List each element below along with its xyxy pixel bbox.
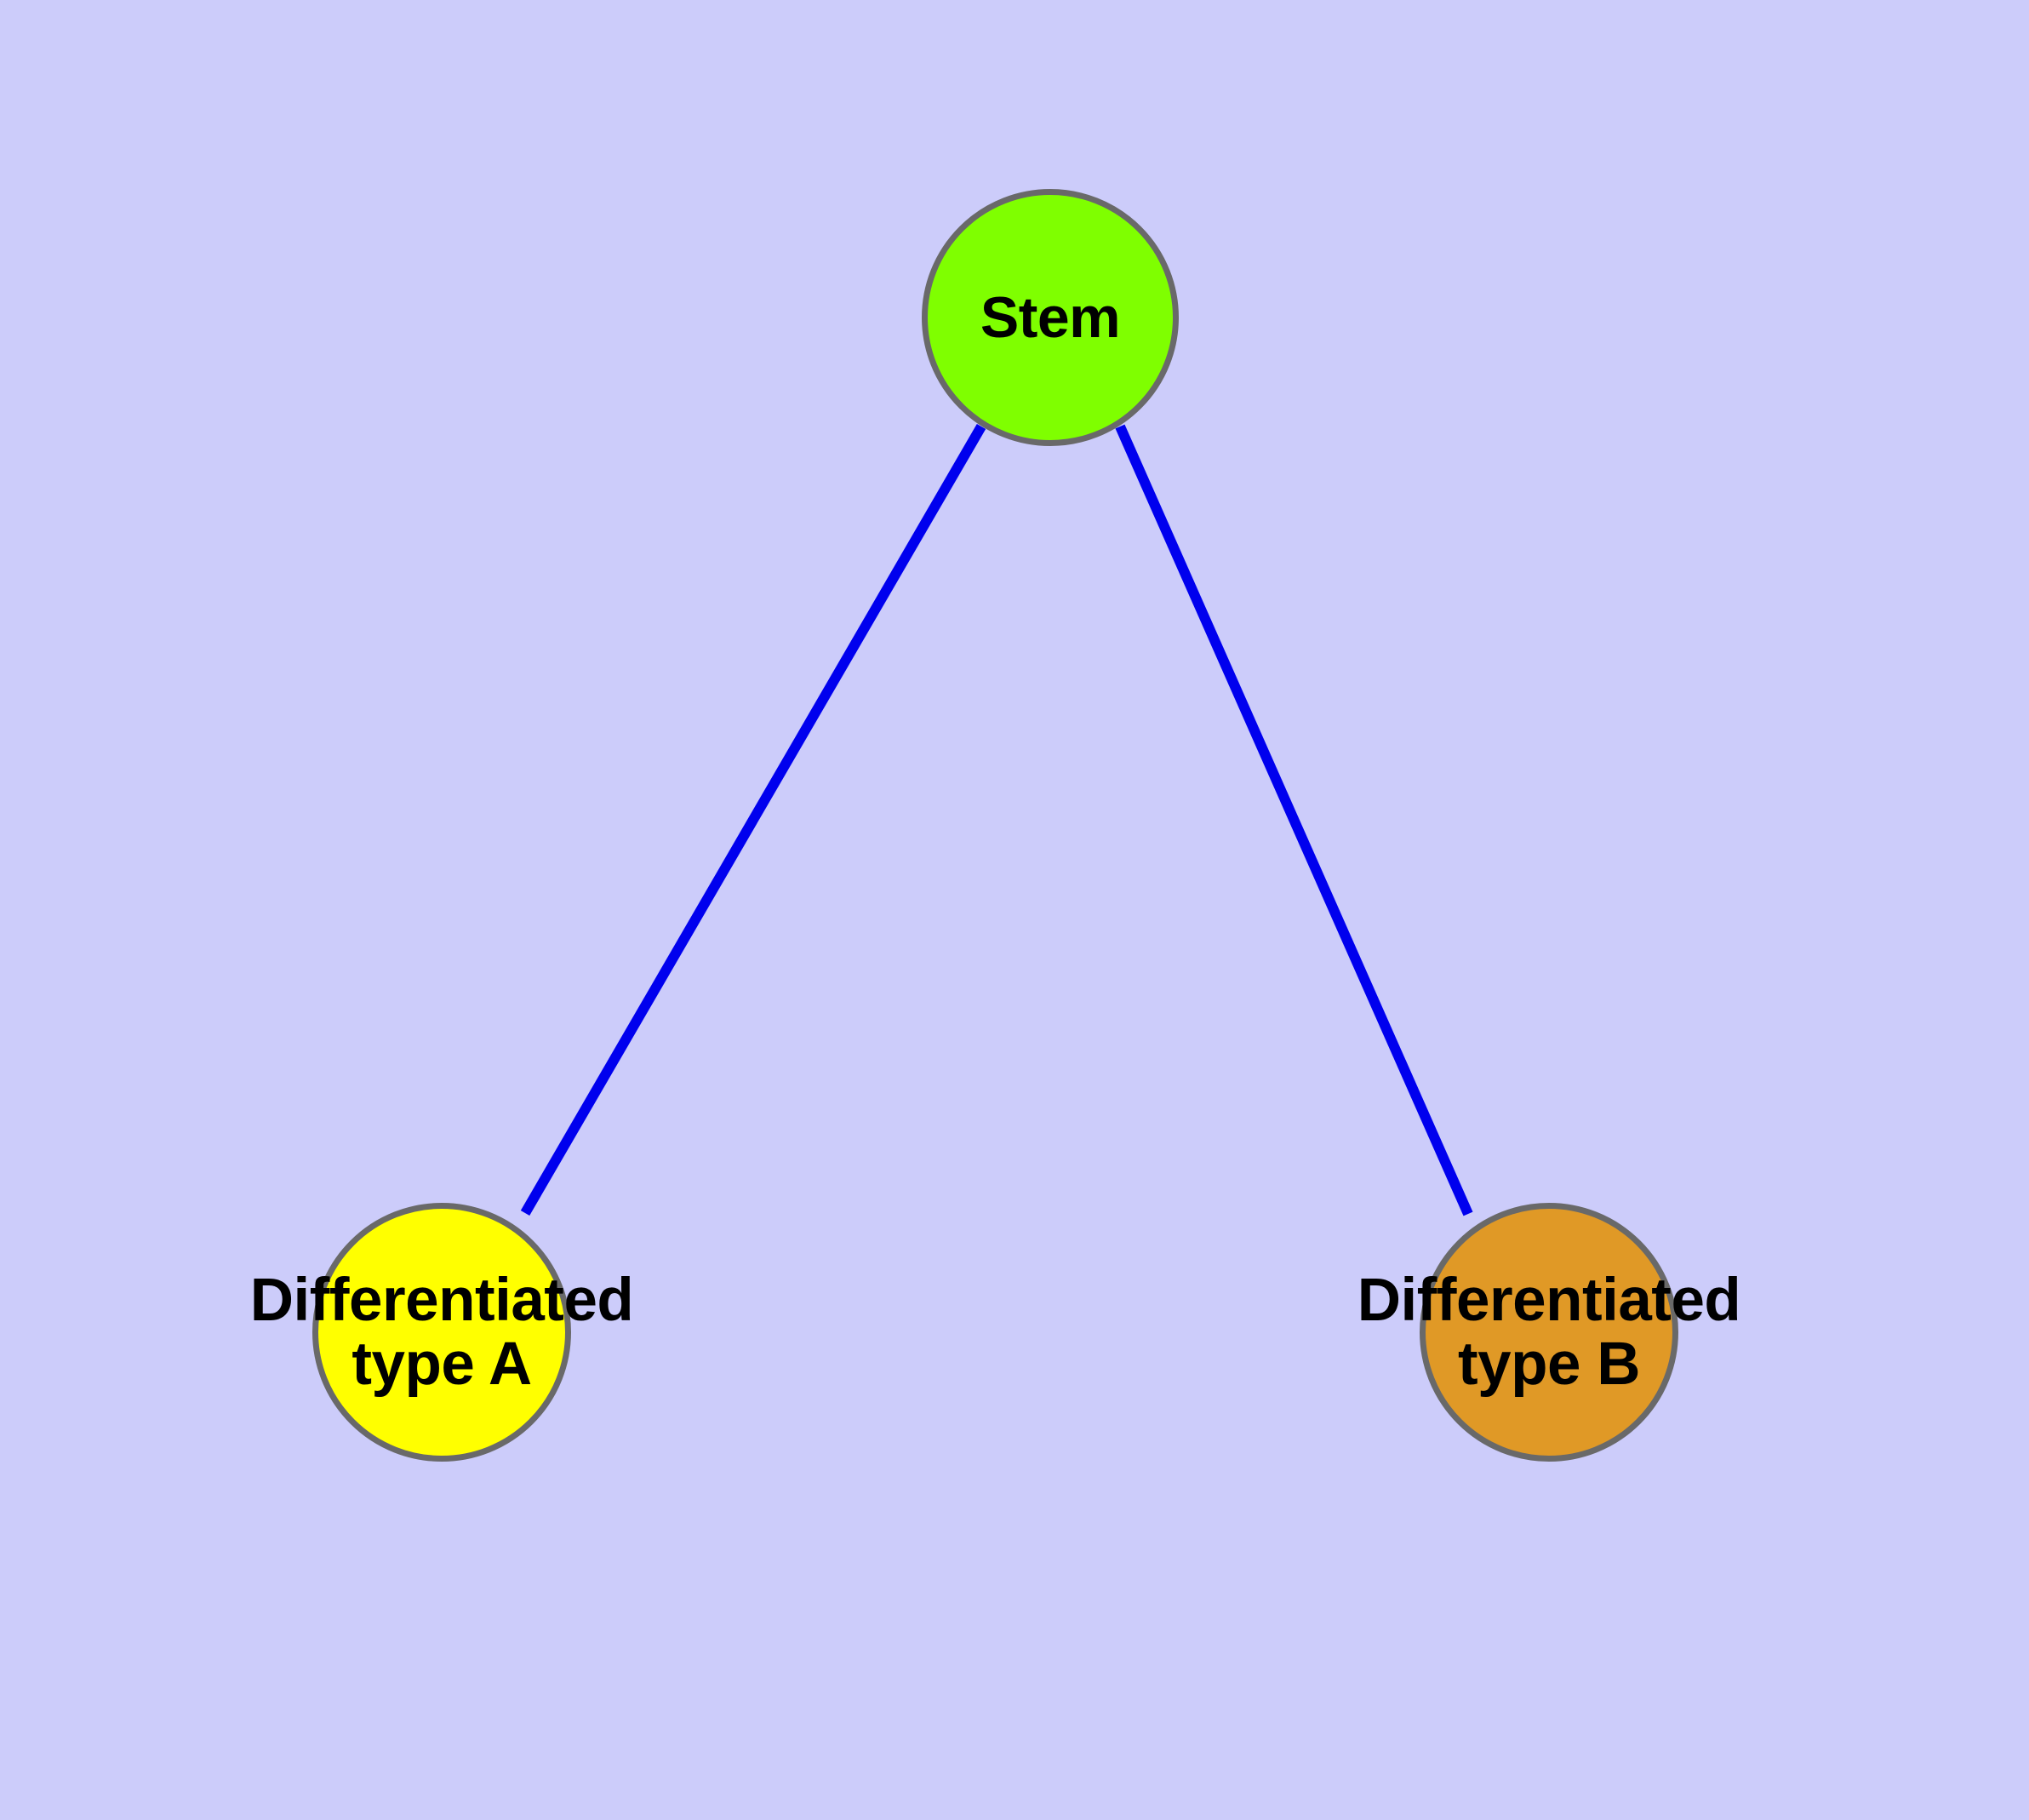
graph-edge-stem-diff_b bbox=[1115, 424, 1473, 1216]
graph-edge-stem-diff_a bbox=[520, 423, 986, 1216]
graph-node-diff_a[interactable] bbox=[312, 1203, 571, 1462]
node-layer bbox=[312, 189, 1678, 1462]
edge-layer bbox=[520, 423, 1473, 1216]
graph-node-stem[interactable] bbox=[922, 189, 1179, 446]
graph-node-diff_b[interactable] bbox=[1420, 1203, 1678, 1462]
